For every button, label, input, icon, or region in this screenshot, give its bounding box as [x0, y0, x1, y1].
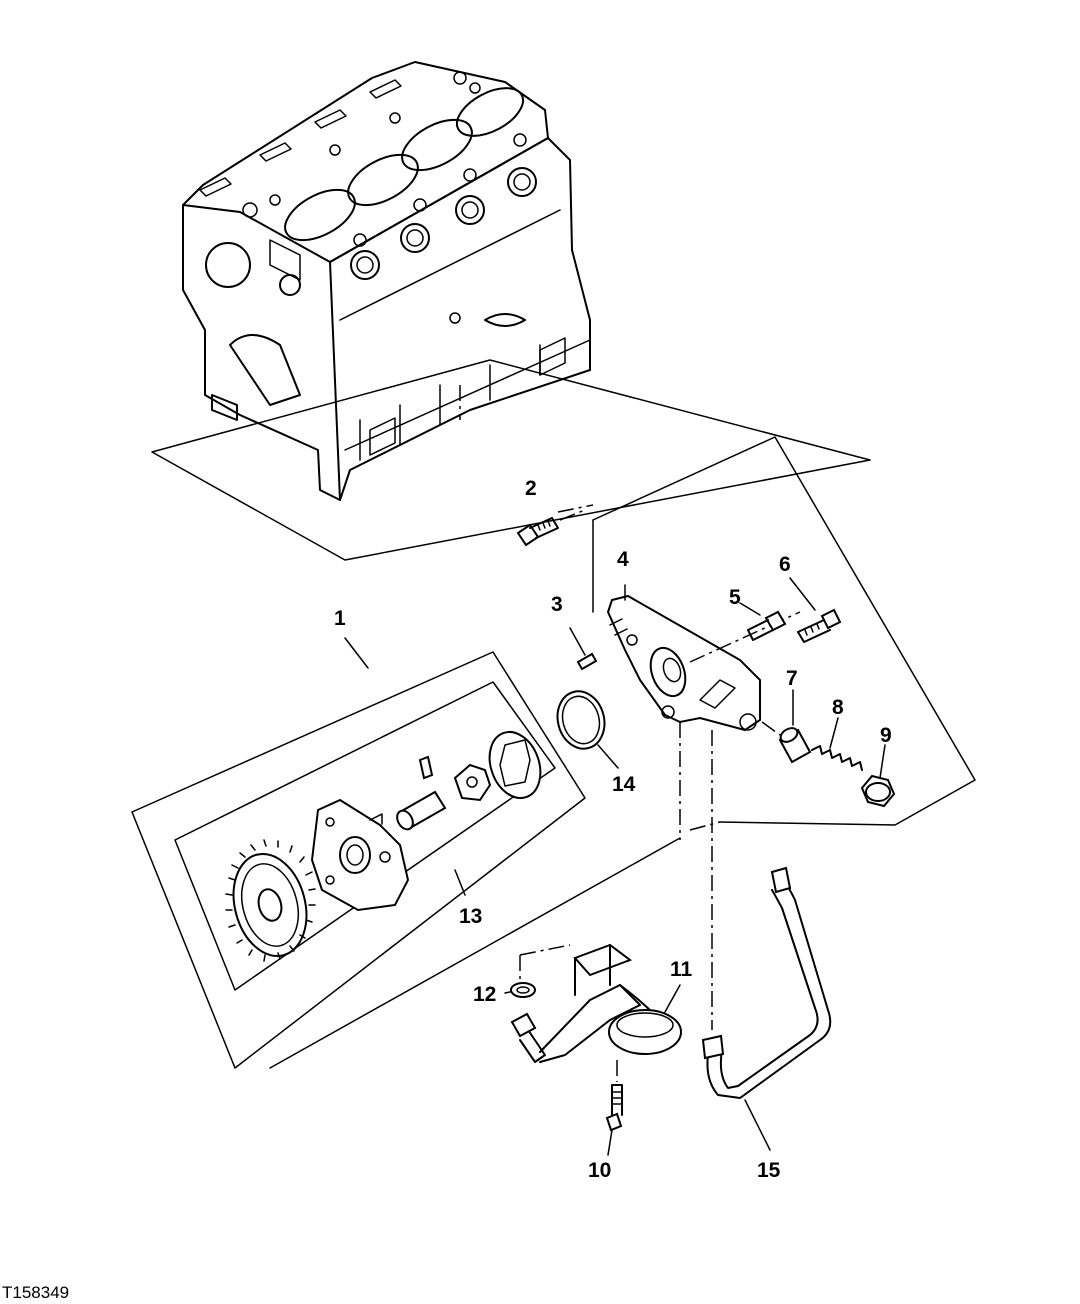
callout-8: 8	[832, 696, 844, 719]
oil-pipe-part-15	[701, 866, 832, 1151]
callout-5: 5	[729, 586, 741, 609]
callout-2: 2	[525, 477, 537, 500]
callout-1: 1	[334, 607, 346, 630]
oil-pump-assembly-frame	[131, 637, 681, 1069]
callout-10: 10	[588, 1159, 612, 1182]
washer-part-12	[504, 944, 571, 998]
pump-cover-plate	[310, 798, 410, 912]
assembly-frame	[151, 359, 871, 561]
callout-4: 4	[617, 548, 629, 571]
pin-part-3	[569, 627, 598, 671]
callout-13: 13	[459, 905, 483, 928]
pump-shaft	[396, 755, 447, 831]
drive-gear	[225, 839, 316, 962]
callout-7: 7	[786, 667, 798, 690]
relief-valve-part-7	[761, 689, 812, 764]
callout-12: 12	[473, 983, 497, 1006]
spring-part-8	[811, 717, 863, 771]
callout-11: 11	[670, 958, 693, 981]
engine-block	[182, 61, 591, 501]
figure-id: T158349	[2, 1283, 70, 1302]
plug-part-9	[860, 744, 896, 808]
pump-housing-part-4	[606, 584, 801, 732]
alignment-lines	[679, 722, 721, 1030]
bolt-part-10	[605, 1060, 623, 1156]
callout-3: 3	[551, 593, 563, 616]
callout-14: 14	[612, 773, 636, 796]
bolt-part-6	[789, 577, 842, 643]
pump-housing-frame	[557, 436, 976, 826]
bolt-part-5	[739, 602, 787, 641]
outer-rotor	[488, 731, 542, 799]
callout-15: 15	[757, 1159, 781, 1182]
callout-9: 9	[880, 724, 892, 747]
o-ring-part-14	[556, 690, 619, 769]
oil-strainer-part-11	[510, 943, 682, 1063]
inner-rotor	[453, 763, 492, 802]
pump-internals-part-13	[225, 731, 542, 962]
callout-6: 6	[779, 553, 791, 576]
bolt-part-2	[516, 509, 586, 547]
